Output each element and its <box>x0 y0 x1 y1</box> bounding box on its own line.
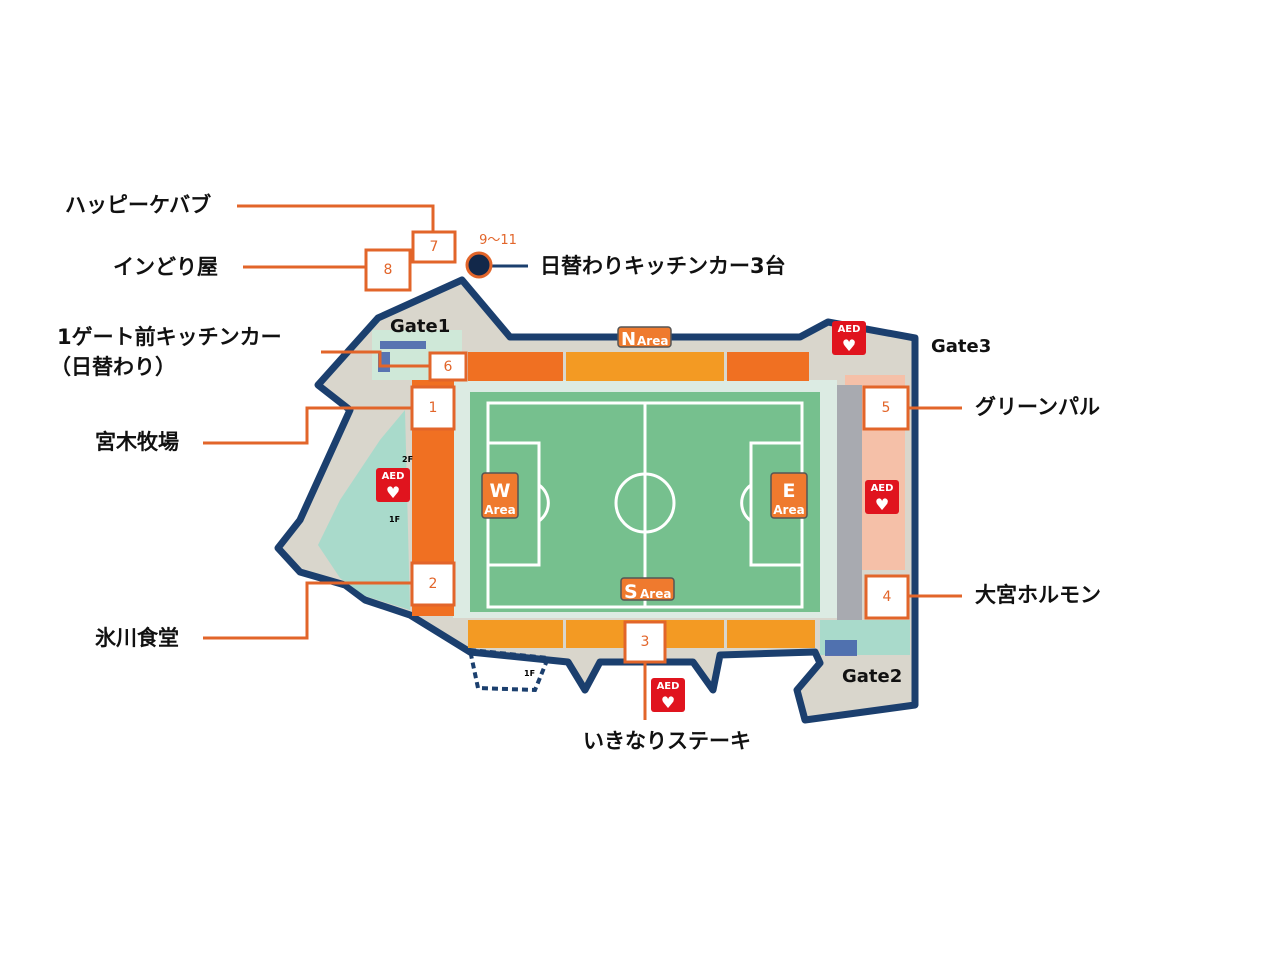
svg-text:♥: ♥ <box>842 336 856 355</box>
vendor-label-8: インどり屋 <box>113 255 218 279</box>
aed-icon: AED ♥ <box>376 468 410 502</box>
svg-text:W: W <box>490 480 511 502</box>
svg-text:6: 6 <box>444 359 453 375</box>
svg-text:♥: ♥ <box>386 483 400 502</box>
north-stand-2 <box>566 352 724 381</box>
kitchen-car-marker[interactable] <box>465 251 493 279</box>
svg-text:AED: AED <box>838 324 861 335</box>
north-stand-1 <box>468 352 563 381</box>
dashed-area <box>467 647 551 693</box>
vendor-label-1: 宮木牧場 <box>95 430 179 454</box>
south-stand-1 <box>468 620 563 648</box>
callout-lines <box>203 204 962 720</box>
svg-text:Area: Area <box>640 587 671 601</box>
vendor-label-4: 大宮ホルモン <box>975 583 1101 607</box>
svg-text:7: 7 <box>430 239 439 255</box>
vendor-label-3: いきなりステーキ <box>583 729 751 753</box>
svg-text:AED: AED <box>657 681 680 692</box>
vendor-marker-6[interactable]: 6 <box>428 351 468 382</box>
south-stand-3 <box>727 620 815 648</box>
svg-text:2: 2 <box>429 576 438 592</box>
svg-text:8: 8 <box>384 262 393 278</box>
vendor-marker-5[interactable]: 5 <box>862 385 910 431</box>
svg-text:5: 5 <box>882 400 891 416</box>
vendor-marker-7[interactable]: 7 <box>411 230 457 264</box>
aed-icon: AED ♥ <box>651 678 685 712</box>
svg-text:E: E <box>783 480 796 502</box>
floor-label: 2F <box>402 455 413 464</box>
concourse-west <box>318 410 410 610</box>
vendor-label-6: 1ゲート前キッチンカー <box>57 325 282 349</box>
svg-text:Area: Area <box>484 503 515 517</box>
area-badge-e: E Area <box>770 472 808 519</box>
svg-text:Area: Area <box>773 503 804 517</box>
vendor-label-7: ハッピーケバブ <box>65 193 211 217</box>
vendor-label-6-sub: （日替わり） <box>50 355 176 379</box>
north-stand-3 <box>727 352 809 381</box>
vendor-marker-2[interactable]: 2 <box>410 561 456 607</box>
vendor-label-2: 氷川食堂 <box>95 626 179 650</box>
vendor-marker-4[interactable]: 4 <box>864 574 910 620</box>
area-badge-n: N Area <box>617 326 672 350</box>
gate-2-label: Gate2 <box>842 666 902 687</box>
svg-text:4: 4 <box>883 589 892 605</box>
svg-text:3: 3 <box>641 634 650 650</box>
floor-label: 1F <box>389 515 400 524</box>
vendor-label-5: グリーンパル <box>975 395 1100 419</box>
vendor-marker-8[interactable]: 8 <box>364 248 412 292</box>
aed-icon: AED ♥ <box>832 321 866 355</box>
svg-text:AED: AED <box>382 471 405 482</box>
svg-text:♥: ♥ <box>875 495 889 514</box>
kitchen-car-range: 9～11 <box>479 233 517 248</box>
vendor-marker-1[interactable]: 1 <box>410 385 456 431</box>
east-stand <box>837 385 862 620</box>
gate-3-label: Gate3 <box>931 336 991 357</box>
area-badge-s: S Area <box>620 577 675 603</box>
area-badge-w: W Area <box>481 472 519 519</box>
svg-text:N: N <box>621 329 636 350</box>
svg-text:S: S <box>624 581 638 603</box>
vendor-marker-3[interactable]: 3 <box>623 620 667 664</box>
svg-text:♥: ♥ <box>661 693 675 712</box>
kitchen-car-label: 日替わりキッチンカー3台 <box>540 254 786 278</box>
gate-1-label: Gate1 <box>390 316 450 337</box>
svg-text:Area: Area <box>637 334 668 348</box>
svg-text:AED: AED <box>871 483 894 494</box>
aed-icon: AED ♥ <box>865 480 899 514</box>
floor-label: 1F <box>524 669 535 678</box>
svg-text:1: 1 <box>429 400 438 416</box>
